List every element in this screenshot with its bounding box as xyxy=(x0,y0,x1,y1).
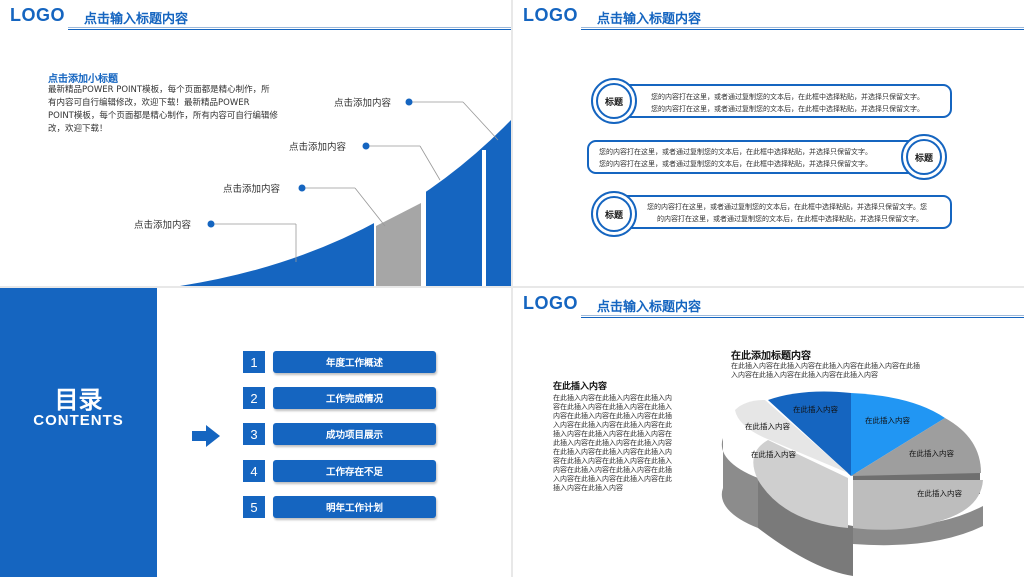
contents-title-cn[interactable]: 目录 xyxy=(54,386,103,414)
toc-item[interactable]: 工作存在不足 xyxy=(273,460,436,482)
logo: LOGO xyxy=(10,5,65,25)
callout-dot xyxy=(298,184,306,192)
header-divider xyxy=(581,315,1024,316)
callout-label[interactable]: 点击添加内容 xyxy=(289,142,347,153)
slide-2-titled-boxes[interactable]: LOGO 点击输入标题内容 您的内容打在这里，或者通过复制您的文本后，在此框中选… xyxy=(513,0,1024,286)
logo: LOGO xyxy=(523,5,578,25)
header-divider xyxy=(68,27,511,28)
arrow-right-icon xyxy=(192,425,220,447)
header-divider xyxy=(581,27,1024,28)
slide-header: LOGO 点击输入标题内容 xyxy=(0,0,511,30)
pie-label: 在此插入内容 xyxy=(865,416,910,425)
section-subtitle[interactable]: 在此插入内容在此插入内容在此插入内容在此插入内容在此插入内容在此插入内容在此插入… xyxy=(731,362,920,379)
toc-number: 5 xyxy=(243,496,265,518)
pie-label: 在此插入内容 xyxy=(745,422,790,431)
pie-label: 在此插入内容 xyxy=(917,489,962,498)
title-badge[interactable]: 标题 xyxy=(591,78,637,124)
slide-header: LOGO 点击输入标题内容 xyxy=(513,0,1024,30)
slide-1-growth[interactable]: LOGO 点击输入标题内容 点击添加小标题 最新精品POWER POINT模板，… xyxy=(0,0,511,286)
slide-title[interactable]: 点击输入标题内容 xyxy=(597,12,702,27)
content-line[interactable]: 您的内容打在这里，或者通过复制您的文本后，在此框中选择粘贴，并选择只保留文字。 xyxy=(651,93,924,101)
content-line[interactable]: 您的内容打在这里，或者通过复制您的文本后，在此框中选择粘贴，并选择只保留文字。 xyxy=(599,160,872,168)
slide-title[interactable]: 点击输入标题内容 xyxy=(84,12,189,27)
toc-item[interactable]: 年度工作概述 xyxy=(273,351,436,373)
contents-panel xyxy=(0,288,157,577)
slide-title[interactable]: 点击输入标题内容 xyxy=(597,300,702,315)
pie-slice xyxy=(753,440,848,528)
body-text[interactable]: 最新精品POWER POINT模板，每个页面都是精心制作，所有内容可自行编辑修改… xyxy=(48,85,278,134)
pie-label: 在此插入内容 xyxy=(751,450,796,459)
callout-dot xyxy=(207,220,215,228)
content-box[interactable] xyxy=(617,195,952,229)
left-body[interactable]: 在此插入内容在此插入内容在此插入内容在此插入内容在此插入内容在此插入内容在此插入… xyxy=(553,394,672,492)
slide-4-pie[interactable]: LOGO 点击输入标题内容 在此添加标题内容 在此插入内容在此插入内容在此插入内… xyxy=(513,288,1024,577)
header-rule xyxy=(581,317,1024,318)
growth-curve-graphic xyxy=(180,98,511,286)
toc-item[interactable]: 成功项目展示 xyxy=(273,423,436,445)
subtitle[interactable]: 点击添加小标题 xyxy=(48,74,118,85)
content-line[interactable]: 您的内容打在这里，或者通过复制您的文本后，在此框中选择粘贴，并选择只保留文字。您 xyxy=(647,203,927,211)
pie-slice xyxy=(768,391,851,476)
logo: LOGO xyxy=(523,293,578,313)
section-title[interactable]: 在此添加标题内容 xyxy=(731,351,811,362)
callout-label[interactable]: 点击添加内容 xyxy=(334,98,392,109)
pie-slice xyxy=(853,480,983,530)
contents-title-en[interactable]: CONTENTS xyxy=(33,412,124,429)
toc-number: 1 xyxy=(243,351,265,373)
header-rule xyxy=(68,29,511,30)
slide-header: LOGO 点击输入标题内容 xyxy=(513,288,1024,318)
pie-label: 在此插入内容 xyxy=(909,449,954,458)
callout-label[interactable]: 点击添加内容 xyxy=(134,220,192,231)
callout-dot xyxy=(362,142,370,150)
header-rule xyxy=(581,29,1024,30)
pie-chart-3d xyxy=(721,391,983,576)
pie-label: 在此插入内容 xyxy=(793,405,838,414)
toc-number: 4 xyxy=(243,460,265,482)
content-box[interactable] xyxy=(617,84,952,118)
content-line[interactable]: 您的内容打在这里，或者通过复制您的文本后，在此框中选择粘贴，并选择只保留文字。 xyxy=(651,105,924,113)
left-title[interactable]: 在此插入内容 xyxy=(553,382,608,392)
toc-number: 2 xyxy=(243,387,265,409)
pie-slice xyxy=(851,418,981,476)
callout-label[interactable]: 点击添加内容 xyxy=(223,184,281,195)
toc-number: 3 xyxy=(243,423,265,445)
title-badge[interactable]: 标题 xyxy=(591,191,637,237)
toc-item[interactable]: 明年工作计划 xyxy=(273,496,436,518)
pie-slice xyxy=(735,400,848,473)
slide-3-contents[interactable]: 目录 CONTENTS 1 年度工作概述 2 工作完成情况 3 成功项目展示 4… xyxy=(0,288,511,577)
title-badge-label: 标题 xyxy=(906,139,942,175)
pie-slice xyxy=(851,393,945,476)
title-badge[interactable]: 标题 xyxy=(901,134,947,180)
title-badge-label: 标题 xyxy=(596,83,632,119)
title-badge-label: 标题 xyxy=(596,196,632,232)
content-line[interactable]: 您的内容打在这里，或者通过复制您的文本后，在此框中选择粘贴，并选择只保留文字。 xyxy=(599,148,872,156)
toc-item[interactable]: 工作完成情况 xyxy=(273,387,436,409)
content-line[interactable]: 的内容打在这里，或者通过复制您的文本后，在此框中选择粘贴，并选择只保留文字。 xyxy=(657,215,923,223)
content-box[interactable] xyxy=(587,140,917,174)
callout-dot xyxy=(405,98,413,106)
